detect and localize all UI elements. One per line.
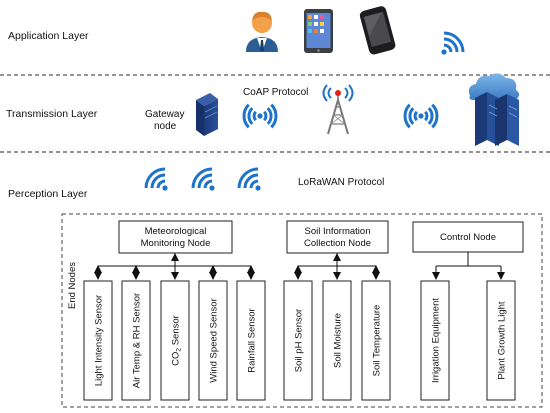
device-label-growth-light: Plant Growth Light bbox=[497, 301, 508, 380]
device-box-growth-light bbox=[486, 280, 516, 401]
soil-node-label-line1: Soil Information bbox=[304, 226, 370, 237]
meteorological-node-box bbox=[118, 220, 233, 254]
sensor-label-soil-temp: Soil Temperature bbox=[372, 305, 383, 377]
device-label-irrigation: Irrigation Equipment bbox=[431, 298, 442, 383]
sensor-box-wind bbox=[198, 280, 228, 401]
sensor-label-rainfall: Rainfall Sensor bbox=[247, 308, 258, 372]
sensor-label-air-temp: Air Temp & RH Sensor bbox=[132, 293, 143, 388]
control-node-label: Control Node bbox=[440, 232, 496, 243]
sensor-box-light bbox=[83, 280, 113, 401]
sensor-label-wind: Wind Speed Sensor bbox=[209, 298, 220, 383]
sensor-box-air-temp bbox=[121, 280, 151, 401]
control-connectors bbox=[432, 252, 505, 280]
wifi-signal-icon-application bbox=[441, 31, 465, 55]
device-box-irrigation bbox=[420, 280, 450, 401]
wifi-signal-icon-perception-3 bbox=[237, 167, 261, 191]
sensor-box-soil-ph bbox=[283, 280, 313, 401]
cloud-server-icon bbox=[468, 73, 519, 146]
sensor-label-co2: CO2 Sensor bbox=[171, 315, 183, 366]
sensor-box-rainfall bbox=[236, 280, 266, 401]
meteorological-connectors bbox=[94, 253, 255, 280]
server-icon bbox=[196, 93, 218, 136]
meteorological-node-label-line2: Monitoring Node bbox=[141, 238, 211, 249]
wifi-signal-icon-gateway bbox=[242, 103, 278, 129]
lorawan-protocol-label: LoRaWAN Protocol bbox=[298, 177, 384, 188]
coap-protocol-label: CoAP Protocol bbox=[243, 87, 308, 98]
sensor-label-light: Light Intensity Sensor bbox=[94, 295, 105, 386]
user-icon bbox=[246, 11, 278, 52]
application-layer-label: Application Layer bbox=[8, 30, 89, 42]
soil-node-label-line2: Collection Node bbox=[304, 238, 371, 249]
meteorological-node-label-line1: Meteorological bbox=[145, 226, 207, 237]
gateway-label-line2: node bbox=[154, 121, 177, 132]
soil-connectors bbox=[294, 253, 380, 280]
end-nodes-container bbox=[61, 213, 543, 408]
transmission-layer-label: Transmission Layer bbox=[6, 108, 98, 120]
sensor-box-soil-moisture bbox=[322, 280, 352, 401]
perception-layer-label: Perception Layer bbox=[8, 188, 88, 200]
sensor-box-co2 bbox=[160, 280, 190, 401]
tablet-icon bbox=[304, 9, 333, 53]
wifi-signal-icon-perception-1 bbox=[144, 167, 168, 191]
end-nodes-label: End Nodes bbox=[67, 262, 78, 309]
sensor-label-soil-ph: Soil pH Sensor bbox=[294, 309, 305, 372]
sensor-label-soil-moisture: Soil Moisture bbox=[333, 313, 344, 368]
sensor-box-soil-temp bbox=[361, 280, 391, 401]
wifi-signal-icon-perception-2 bbox=[191, 167, 215, 191]
gateway-label-line1: Gateway bbox=[145, 109, 184, 120]
smartphone-icon bbox=[359, 6, 396, 55]
cell-tower-icon bbox=[322, 84, 354, 135]
wifi-signal-icon-tower bbox=[403, 103, 439, 129]
wireless-signals bbox=[144, 31, 465, 191]
